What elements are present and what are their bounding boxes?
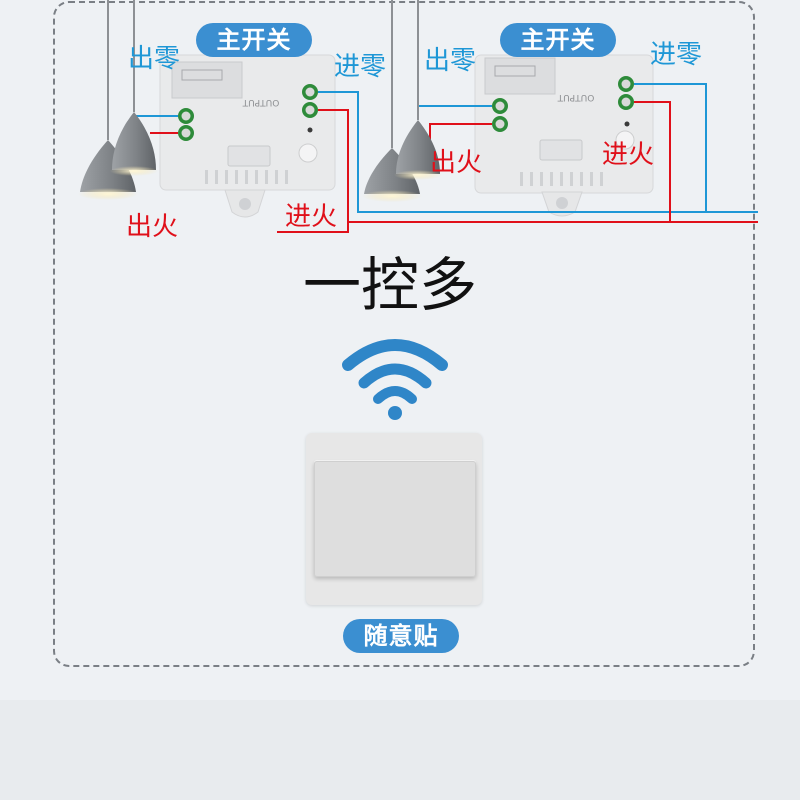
module-output-label: OUTPUT <box>557 92 594 102</box>
pendant-lamp-icon <box>110 0 158 176</box>
wires <box>135 83 758 233</box>
label-live-in-right: 进火 <box>602 140 655 170</box>
relay-module-left: OUTPUT <box>159 54 336 218</box>
terminal-screw-icon <box>492 76 634 132</box>
relay-module-right: OUTPUT <box>474 54 654 217</box>
label-live-out-left: 出火 <box>126 212 179 242</box>
background-band <box>0 700 800 800</box>
pendant-lamp-icon <box>78 0 138 200</box>
wire-live <box>429 123 492 140</box>
stick-anywhere-badge: 随意贴 <box>343 619 459 653</box>
main-switch-badge-left: 主开关 <box>196 23 312 57</box>
label-neutral-in-right: 进零 <box>650 40 703 70</box>
label-live-out-right: 出火 <box>430 148 483 178</box>
dashed-frame <box>53 1 755 667</box>
main-switch-badge-right: 主开关 <box>500 23 616 57</box>
wall-switch-rocker[interactable] <box>314 461 476 577</box>
wire-neutral <box>634 83 707 212</box>
module-output-label: OUTPUT <box>242 97 279 107</box>
wire-neutral <box>318 91 758 213</box>
wire-live <box>277 109 349 233</box>
pendant-lamp-icon <box>394 0 442 180</box>
headline: 一控多 <box>302 251 477 319</box>
label-neutral-out-left: 出零 <box>128 44 181 74</box>
pendant-lamp-icon <box>362 0 422 202</box>
label-live-in-left: 进火 <box>285 202 338 232</box>
terminal-screw-icon <box>178 84 318 141</box>
label-neutral-out-right: 出零 <box>424 46 477 76</box>
wifi-icon <box>342 339 448 420</box>
label-neutral-in-left: 进零 <box>334 52 387 82</box>
